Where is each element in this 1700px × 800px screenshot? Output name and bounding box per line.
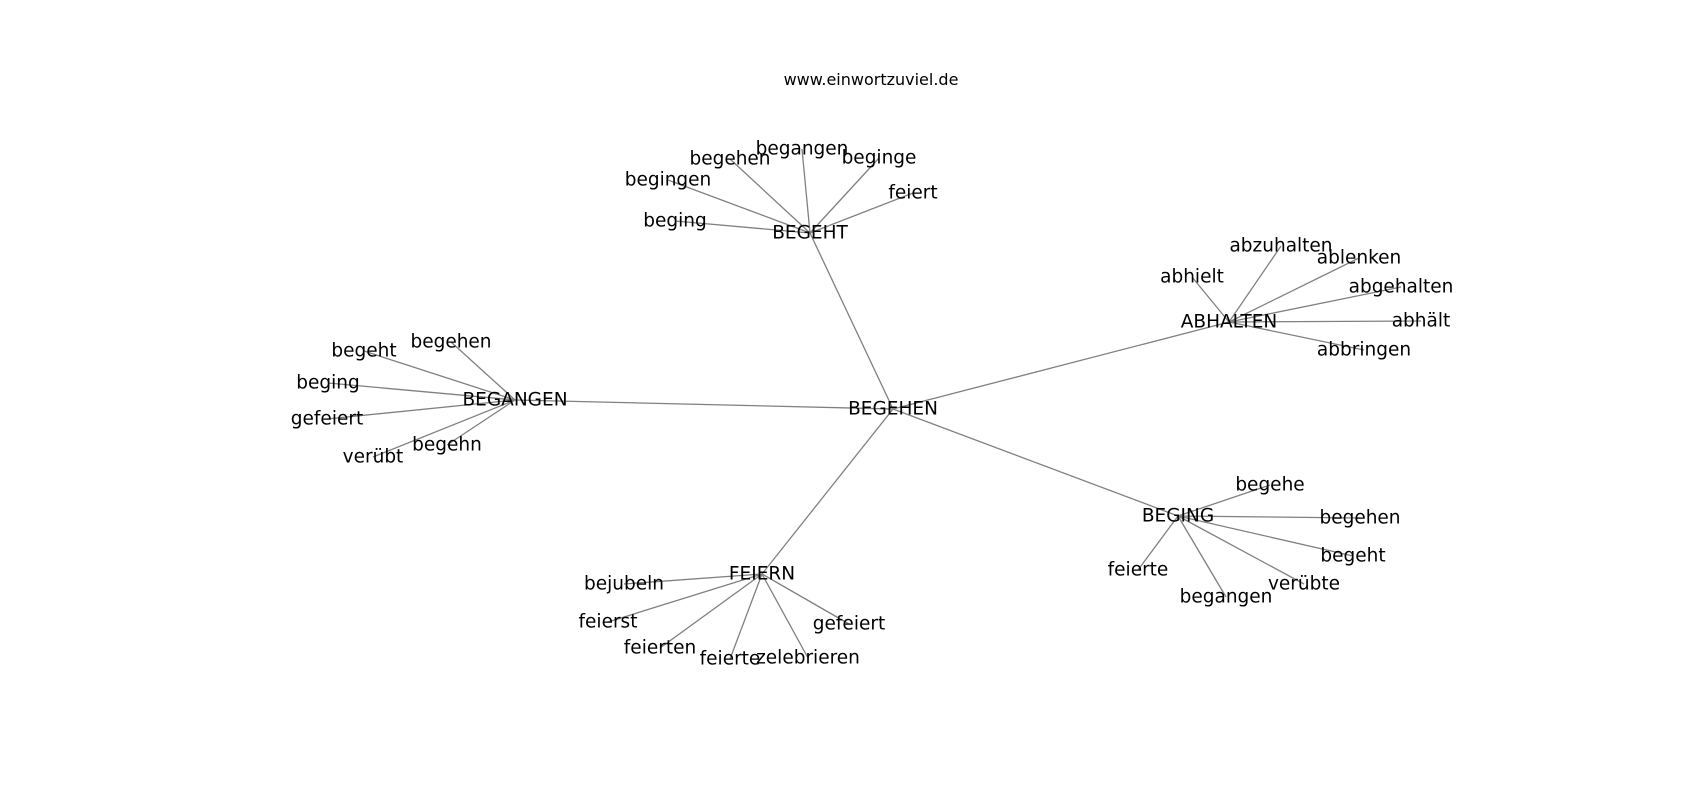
edge-begangen-leaf	[326, 399, 516, 420]
edge-center-to-begeht	[809, 232, 894, 410]
edge-center-to-begangen	[514, 399, 894, 410]
edge-abhalten-leaf	[1228, 286, 1402, 323]
hub-node-label: BEGANGEN	[462, 390, 567, 411]
leaf-node-label: feierte	[700, 649, 761, 670]
leaf-node-label: begehen	[1319, 508, 1400, 529]
leaf-node-label: begehe	[1235, 475, 1304, 496]
leaf-node-label: gefeiert	[291, 409, 363, 430]
leaf-node-label: zelebrieren	[756, 648, 860, 669]
leaf-node-label: begeht	[1320, 546, 1385, 567]
edge-feiern-leaf	[659, 573, 763, 649]
edge-begangen-leaf	[372, 399, 516, 458]
edge-begeht-leaf	[674, 220, 811, 234]
edge-beging-leaf	[1177, 515, 1354, 557]
edge-begeht-leaf	[801, 148, 811, 234]
leaf-node-label: begangen	[1180, 587, 1273, 608]
leaf-node-label: beginge	[842, 148, 917, 169]
edge-begangen-leaf	[327, 382, 516, 401]
edge-center-to-abhalten	[892, 321, 1230, 410]
leaf-node-label: verübte	[1268, 574, 1340, 595]
edge-center-to-feiern	[761, 408, 894, 575]
edge-begeht-leaf	[809, 157, 880, 234]
edge-feiern-leaf	[761, 573, 809, 659]
source-url: www.einwortzuviel.de	[783, 70, 959, 89]
edge-feiern-leaf	[623, 573, 763, 585]
label-layer: BEGEHENBEGEHTbegingbegingenbegehenbegang…	[291, 139, 1454, 670]
edge-begangen-leaf	[450, 341, 516, 401]
edge-feiern-leaf	[607, 573, 763, 623]
edge-beging-leaf	[1177, 515, 1361, 519]
edge-beging-leaf	[1177, 515, 1305, 585]
leaf-node-label: ablenken	[1317, 248, 1402, 269]
edge-abhalten-leaf	[1191, 276, 1230, 323]
leaf-node-label: abgehalten	[1349, 277, 1454, 298]
leaf-node-label: feierten	[624, 638, 696, 659]
leaf-node-label: begehn	[412, 435, 482, 456]
edge-abhalten-leaf	[1228, 321, 1365, 351]
hub-node-label: BEGEHT	[772, 223, 848, 244]
leaf-node-label: bejubeln	[584, 574, 664, 595]
edge-begeht-leaf	[729, 158, 811, 234]
leaf-node-label: feierte	[1108, 560, 1169, 581]
leaf-node-label: feierst	[579, 612, 638, 633]
edge-abhalten-leaf	[1228, 257, 1360, 323]
leaf-node-label: abzuhalten	[1229, 236, 1332, 257]
edge-layer	[326, 148, 1422, 660]
edge-begangen-leaf	[363, 350, 516, 401]
edge-begeht-leaf	[809, 192, 914, 234]
hub-node-label: FEIERN	[729, 564, 795, 585]
leaf-node-label: beging	[643, 211, 706, 232]
leaf-node-label: begehen	[410, 332, 491, 353]
edge-begeht-leaf	[667, 179, 811, 234]
leaf-node-label: abbringen	[1317, 340, 1411, 361]
hub-node-label: ABHALTEN	[1181, 312, 1278, 333]
leaf-node-label: abhält	[1392, 311, 1451, 332]
leaf-node-label: beging	[296, 373, 359, 394]
edge-abhalten-leaf	[1228, 320, 1422, 323]
leaf-node-label: verübt	[343, 447, 404, 468]
edge-feiern-leaf	[729, 573, 763, 660]
hub-node-label: BEGING	[1142, 506, 1214, 527]
edge-beging-leaf	[1177, 515, 1227, 598]
edge-center-to-beging	[892, 408, 1179, 517]
leaf-node-label: begingen	[625, 170, 712, 191]
leaf-node-label: feiert	[888, 183, 937, 204]
leaf-node-label: gefeiert	[813, 614, 885, 635]
leaf-node-label: begehen	[689, 149, 770, 170]
edge-beging-leaf	[1177, 484, 1271, 517]
leaf-node-label: begeht	[331, 341, 396, 362]
edge-begangen-leaf	[446, 399, 516, 446]
edge-feiern-leaf	[761, 573, 850, 625]
center-node-label: BEGEHEN	[848, 399, 938, 420]
edge-beging-leaf	[1137, 515, 1179, 571]
leaf-node-label: abhielt	[1160, 267, 1224, 288]
leaf-node-label: begangen	[756, 139, 849, 160]
edge-abhalten-leaf	[1228, 245, 1282, 323]
